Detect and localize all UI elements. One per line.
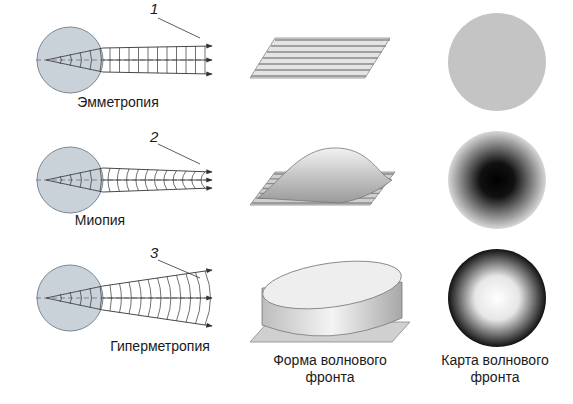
wavefront-mark: [205, 271, 211, 325]
map-myopia: [448, 131, 546, 229]
wavefront-mark: [196, 272, 201, 323]
stripe: [267, 51, 382, 52]
inner-wave: [100, 168, 102, 192]
inner-wave: [90, 170, 92, 190]
inner-wave: [90, 288, 92, 308]
wavefront-mark: [120, 284, 122, 313]
ray: [103, 180, 212, 181]
leader-line: [158, 144, 200, 164]
wavefront-mark: [129, 48, 130, 73]
wavefront-mark: [192, 171, 196, 188]
wavefront-mark: [176, 47, 177, 74]
inner-wave: [70, 54, 72, 66]
wavefront-mark: [136, 169, 139, 190]
wavefront-mark: [138, 47, 139, 72]
inner-wave: [80, 52, 82, 68]
inner-wave: [70, 292, 72, 304]
dome-wavefront: [250, 148, 395, 205]
column-caption: Карта волнового фронта: [420, 352, 570, 386]
wavefront-mark: [182, 171, 186, 189]
leader-line: [158, 260, 200, 278]
inner-wave: [100, 48, 102, 72]
wavefront-mark: [167, 47, 168, 73]
wavefront-mark: [145, 170, 148, 191]
axis: [36, 180, 212, 181]
stripe: [263, 57, 378, 58]
stripe: [259, 63, 374, 64]
stripe: [271, 45, 386, 46]
map-hyperopia: [448, 249, 546, 347]
axis: [36, 60, 212, 61]
wavefront-mark: [157, 47, 158, 73]
wavefront-mark: [164, 170, 167, 189]
wavefront-mark: [110, 48, 111, 72]
stripe: [255, 69, 370, 70]
map-flat: [448, 13, 546, 111]
wavefront-mark: [139, 281, 142, 315]
wavefront-mark: [205, 46, 206, 74]
callout-number: 1: [150, 0, 158, 17]
raised-wavefront: [250, 253, 410, 342]
wavefront-mark: [167, 277, 171, 320]
wavefront-mark: [127, 169, 129, 191]
wavefront-mark: [117, 169, 119, 192]
wavefront-mark: [158, 278, 162, 318]
axis: [36, 298, 212, 299]
wavefront-mark: [201, 172, 205, 189]
row-label: Гиперметропия: [110, 338, 210, 355]
stripe: [275, 39, 390, 40]
stripe: [251, 75, 366, 76]
wavefront-rays: [103, 46, 212, 326]
callout-number: 3: [150, 244, 158, 261]
wavefront-mark: [148, 47, 149, 73]
inner-wave: [100, 286, 102, 310]
wavefront-mark: [119, 48, 120, 73]
inner-wave: [60, 56, 62, 64]
inner-wave: [90, 50, 92, 70]
row-label: Миопия: [75, 212, 125, 229]
inner-wave: [70, 174, 72, 186]
inner-wave: [80, 172, 82, 188]
inner-wave: [60, 176, 62, 184]
eyes: [36, 27, 212, 331]
wavefront-mark: [129, 282, 131, 314]
inner-wave: [60, 294, 62, 302]
inner-wave: [80, 290, 82, 306]
flat-wavefront: [250, 38, 390, 78]
leader-line: [158, 18, 200, 38]
wavefront-mark: [173, 171, 176, 190]
stripe: [252, 202, 372, 203]
wavefront-mark: [110, 285, 112, 311]
wavefront-mark: [195, 46, 196, 73]
wavefront-mark: [186, 274, 191, 322]
callout-number: 2: [150, 128, 158, 145]
ray: [103, 298, 212, 299]
wavefront-mark: [108, 168, 110, 191]
wavefront-mark: [186, 46, 187, 73]
wavefront-mark: [177, 275, 181, 321]
wavefront-mark: [148, 279, 151, 316]
column-caption: Форма волнового фронта: [255, 352, 405, 386]
wavefront-mark: [155, 170, 158, 190]
row-label: Эмметропия: [77, 94, 158, 111]
